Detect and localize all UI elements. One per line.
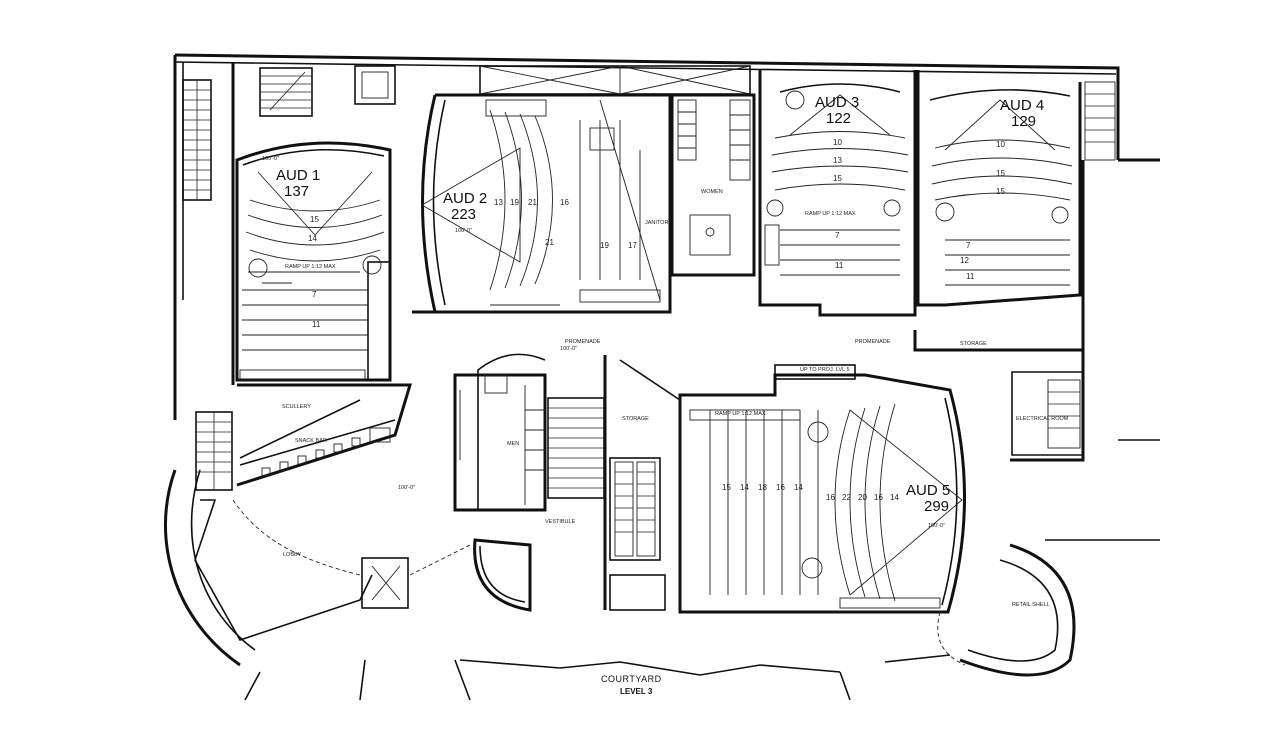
aud-2-row-label: 21 [528, 198, 537, 207]
aud-1-row-label: 15 [310, 215, 319, 224]
promenade-label: PROMENADE [565, 339, 601, 345]
aud-3-row-label: 10 [833, 138, 842, 147]
aud-5-row-label: 22 [842, 493, 851, 502]
aud-5 [678, 364, 966, 614]
courtyard-edge [244, 654, 951, 701]
stair-left-bottom [195, 411, 233, 491]
aud-2-row-label: 19 [510, 198, 519, 207]
aud-3-row-label: 7 [835, 231, 840, 240]
aud-5-row-label: 16 [826, 493, 835, 502]
aud-2-row-label: 19 [600, 241, 609, 250]
aud-2-row-label: 21 [545, 238, 554, 247]
aud-3-row-label: 13 [833, 156, 842, 165]
aud-3 [758, 70, 917, 317]
elevation-mark: 100'-0" [262, 156, 279, 162]
aud-4-seats: 129 [1011, 113, 1036, 130]
elevation-mark: 100'-0" [560, 346, 577, 352]
aud-3-name: AUD 3 [815, 94, 859, 111]
aud-2-row-label: 17 [628, 241, 637, 250]
aud-5-row-label: 20 [858, 493, 867, 502]
stair-left-top [182, 79, 212, 201]
ramp-note: RAMP UP 1:12 MAX [805, 211, 856, 217]
projection-label: UP TO PROJ. LVL 5 [800, 367, 850, 373]
aud-4-row-label: 12 [960, 256, 969, 265]
level-label: LEVEL 3 [620, 687, 653, 696]
vestibule [473, 538, 532, 612]
aud-5-seats: 299 [924, 498, 949, 515]
aud-4 [916, 70, 1116, 307]
elevation-mark: 100'-0" [455, 228, 472, 234]
storage-label: STORAGE [622, 416, 649, 422]
aud-4-row-label: 15 [996, 169, 1005, 178]
aud-4-name: AUD 4 [1000, 97, 1044, 114]
aud-5-row-label: 18 [758, 483, 767, 492]
building-shell [163, 53, 1160, 667]
men-label: MEN [507, 441, 519, 447]
aud-1 [235, 141, 392, 382]
aud-5-row-label: 16 [776, 483, 785, 492]
ramp-note: RAMP UP 1:12 MAX [285, 264, 336, 270]
lobby [194, 499, 471, 641]
stair-left-mid [259, 65, 396, 117]
aud-1-row-label: 14 [308, 234, 317, 243]
retail-shell [937, 543, 1076, 677]
electrical-room-label: ELECTRICAL ROOM [1016, 416, 1069, 422]
courtyard-label: COURTYARD [601, 674, 662, 684]
aud-4-row-label: 10 [996, 140, 1005, 149]
aud-3-row-label: 11 [835, 261, 844, 270]
aud-4-row-label: 15 [996, 187, 1005, 196]
aud-5-row-label: 14 [890, 493, 899, 502]
aud-4-row-label: 7 [966, 241, 971, 250]
elevation-mark: 100'-0" [398, 485, 415, 491]
aud-5-row-label: 16 [874, 493, 883, 502]
aud-1-seats: 137 [284, 183, 309, 200]
vestibule-label: VESTIBULE [545, 519, 576, 525]
aud-4-row-label: 11 [966, 272, 975, 281]
aud-3-row-label: 15 [833, 174, 842, 183]
promenade-label: PROMENADE [855, 339, 891, 345]
storage-right [913, 330, 1084, 456]
snack-bar [236, 383, 413, 487]
aud-2 [412, 93, 672, 314]
ramp-note: RAMP UP 1:12 MAX [715, 411, 766, 417]
elevation-mark: 100'-0" [928, 523, 945, 529]
aud-1-name: AUD 1 [276, 167, 320, 184]
scullery-label: SCULLERY [282, 404, 311, 410]
upper-corridor [479, 65, 751, 95]
lobby-label: LOBBY [283, 552, 302, 558]
aud-1-row-label: 7 [312, 290, 317, 299]
storage-label: STORAGE [960, 341, 987, 347]
aud-1-row-label: 11 [312, 320, 321, 329]
aud-5-row-label: 14 [740, 483, 749, 492]
women-label: WOMEN [701, 189, 723, 195]
restroom-upper [670, 93, 756, 277]
restroom-center [453, 353, 547, 512]
aud-2-row-label: 13 [494, 198, 503, 207]
retail-shell-label: RETAIL SHELL [1012, 602, 1050, 608]
janitor-label: JANITOR [645, 220, 668, 226]
aud-5-row-label: 15 [722, 483, 731, 492]
aud-2-seats: 223 [451, 206, 476, 223]
aud-5-row-label: 14 [794, 483, 803, 492]
aud-2-name: AUD 2 [443, 190, 487, 207]
snack-bar-label: SNACK BAR [295, 438, 327, 444]
stair-center [547, 397, 605, 499]
escalators [603, 355, 681, 611]
aud-2-row-label: 16 [560, 198, 569, 207]
aud-5-name: AUD 5 [906, 482, 950, 499]
aud-3-seats: 122 [826, 110, 851, 127]
